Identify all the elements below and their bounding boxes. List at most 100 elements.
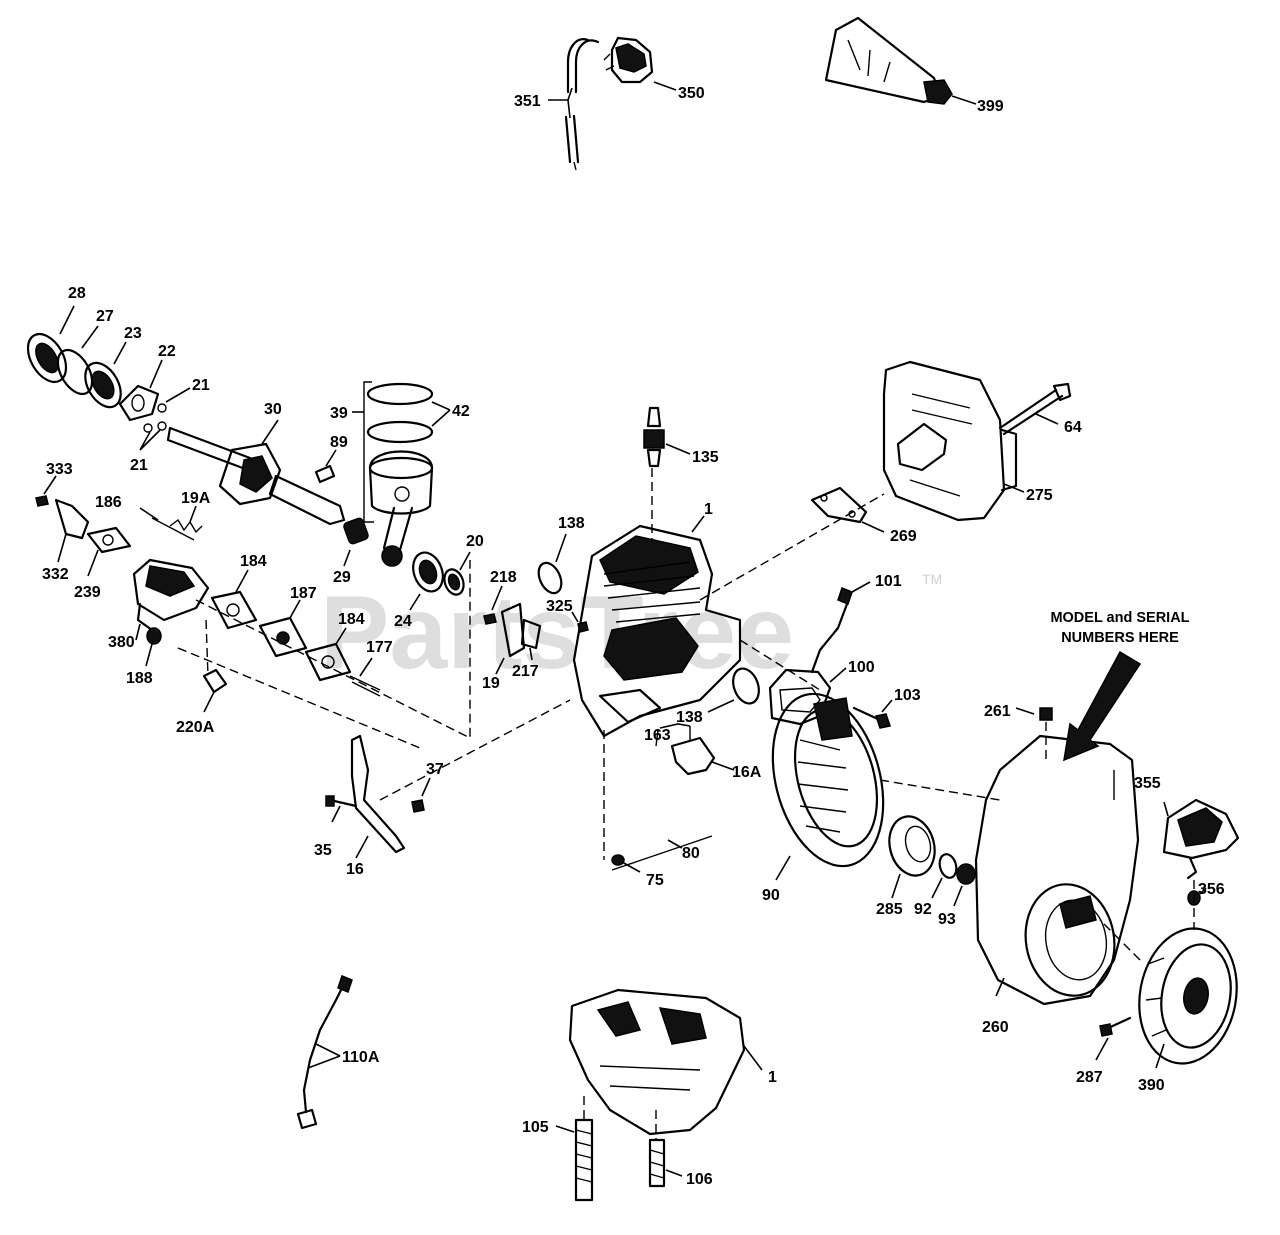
part-184-gasket-a[interactable] (210, 569, 258, 630)
callout-177[interactable]: 177 (366, 639, 393, 656)
part-80-rod[interactable] (611, 835, 713, 871)
part-325-screw[interactable] (571, 611, 589, 633)
part-22-thrust-washer[interactable] (118, 359, 163, 422)
callout-260[interactable]: 260 (982, 1019, 1009, 1036)
part-28-seal[interactable] (20, 305, 75, 389)
callout-351[interactable]: 351 (514, 93, 541, 110)
callout-355[interactable]: 355 (1134, 775, 1161, 792)
part-89-key[interactable] (314, 449, 337, 484)
callout-1-upper[interactable]: 1 (704, 501, 713, 518)
callout-105[interactable]: 105 (522, 1119, 549, 1136)
callout-287[interactable]: 287 (1076, 1069, 1103, 1086)
callout-106[interactable]: 106 (686, 1171, 713, 1188)
callout-239[interactable]: 239 (74, 584, 101, 601)
callout-269[interactable]: 269 (890, 528, 917, 545)
part-355-starter-handle[interactable] (1162, 798, 1240, 880)
callout-93[interactable]: 93 (938, 911, 956, 928)
callout-92[interactable]: 92 (914, 901, 932, 918)
part-188-nut[interactable] (145, 627, 162, 667)
part-20-seal[interactable] (441, 551, 471, 597)
callout-220A[interactable]: 220A (176, 719, 215, 736)
callout-103[interactable]: 103 (894, 687, 921, 704)
callout-380[interactable]: 380 (108, 634, 135, 651)
callout-275[interactable]: 275 (1026, 487, 1053, 504)
callout-39[interactable]: 39 (330, 405, 348, 422)
part-75-clip[interactable] (611, 854, 641, 873)
part-186-linkage[interactable] (139, 507, 195, 541)
part-21-spacer-balls[interactable] (139, 387, 191, 451)
callout-21-upper[interactable]: 21 (192, 377, 210, 394)
callout-37[interactable]: 37 (426, 761, 444, 778)
part-177-stud[interactable] (349, 657, 381, 697)
callout-22[interactable]: 22 (158, 343, 176, 360)
callout-325[interactable]: 325 (546, 598, 573, 615)
part-351-fuel-line[interactable] (548, 38, 600, 171)
part-27-retaining-ring[interactable] (51, 325, 99, 400)
part-269-gasket[interactable] (810, 486, 885, 533)
part-103-screw[interactable] (852, 699, 893, 729)
callout-16[interactable]: 16 (346, 861, 364, 878)
part-105-screw[interactable] (555, 1118, 594, 1202)
part-37-nut[interactable] (411, 777, 431, 813)
callout-64[interactable]: 64 (1064, 419, 1082, 436)
part-390-rewind-starter[interactable] (1129, 921, 1247, 1072)
part-332-air-cleaner-cover[interactable] (54, 498, 90, 563)
part-piston[interactable] (368, 450, 434, 567)
part-19-bracket[interactable] (495, 602, 526, 675)
part-399-grease-tube[interactable] (824, 16, 977, 105)
callout-29[interactable]: 29 (333, 569, 351, 586)
part-275-muffler[interactable] (882, 360, 1025, 522)
callout-186[interactable]: 186 (95, 494, 122, 511)
part-217-clip[interactable] (520, 618, 542, 661)
callout-138-upper[interactable]: 138 (558, 515, 585, 532)
part-187-spacer[interactable] (258, 599, 308, 658)
callout-19A[interactable]: 19A (181, 490, 211, 507)
callout-261[interactable]: 261 (984, 703, 1011, 720)
part-23-bearing[interactable] (78, 341, 128, 413)
part-135-spark-plug[interactable] (643, 406, 691, 468)
callout-30[interactable]: 30 (264, 401, 282, 418)
callout-24[interactable]: 24 (394, 613, 412, 630)
callout-20[interactable]: 20 (466, 533, 484, 550)
callout-100[interactable]: 100 (848, 659, 875, 676)
callout-42[interactable]: 42 (452, 403, 470, 420)
callout-333[interactable]: 333 (46, 461, 73, 478)
part-260-blower-housing[interactable] (974, 734, 1140, 1006)
part-35-screw[interactable] (325, 795, 358, 823)
callout-163[interactable]: 163 (644, 727, 671, 744)
callout-187[interactable]: 187 (290, 585, 317, 602)
callout-75[interactable]: 75 (646, 872, 664, 889)
callout-19[interactable]: 19 (482, 675, 500, 692)
callout-285[interactable]: 285 (876, 901, 903, 918)
part-163-screws[interactable] (655, 723, 691, 747)
part-39-piston-assembly[interactable] (352, 381, 374, 523)
part-1-crankcase-lower[interactable] (568, 988, 763, 1136)
callout-184-a[interactable]: 184 (240, 553, 267, 570)
callout-218[interactable]: 218 (490, 569, 517, 586)
part-220A-fitting[interactable] (202, 668, 228, 713)
part-19A-spring[interactable] (169, 505, 203, 534)
callout-27[interactable]: 27 (96, 308, 114, 325)
callout-101[interactable]: 101 (875, 573, 902, 590)
callout-350[interactable]: 350 (678, 85, 705, 102)
callout-217[interactable]: 217 (512, 663, 539, 680)
part-90-flywheel[interactable] (755, 682, 901, 881)
callout-399[interactable]: 399 (977, 98, 1004, 115)
callout-332[interactable]: 332 (42, 566, 69, 583)
part-16-governor-lever[interactable] (350, 734, 406, 859)
callout-89[interactable]: 89 (330, 434, 348, 451)
part-1-cylinder-crankcase-upper[interactable] (572, 515, 742, 738)
part-138-seal-a[interactable] (534, 533, 567, 597)
part-30-crankshaft[interactable] (166, 419, 346, 526)
part-64-bolt[interactable] (998, 382, 1072, 436)
callout-16A[interactable]: 16A (732, 764, 762, 781)
part-350-primer[interactable] (603, 36, 677, 91)
part-106-screw[interactable] (648, 1138, 683, 1188)
part-42-piston-rings[interactable] (366, 382, 451, 444)
callout-188[interactable]: 188 (126, 670, 153, 687)
callout-1-lower[interactable]: 1 (768, 1069, 777, 1086)
callout-138-lower[interactable]: 138 (676, 709, 703, 726)
part-218-screw[interactable] (483, 585, 503, 625)
part-93-nut[interactable] (953, 863, 976, 907)
part-333-screw[interactable] (35, 475, 57, 507)
